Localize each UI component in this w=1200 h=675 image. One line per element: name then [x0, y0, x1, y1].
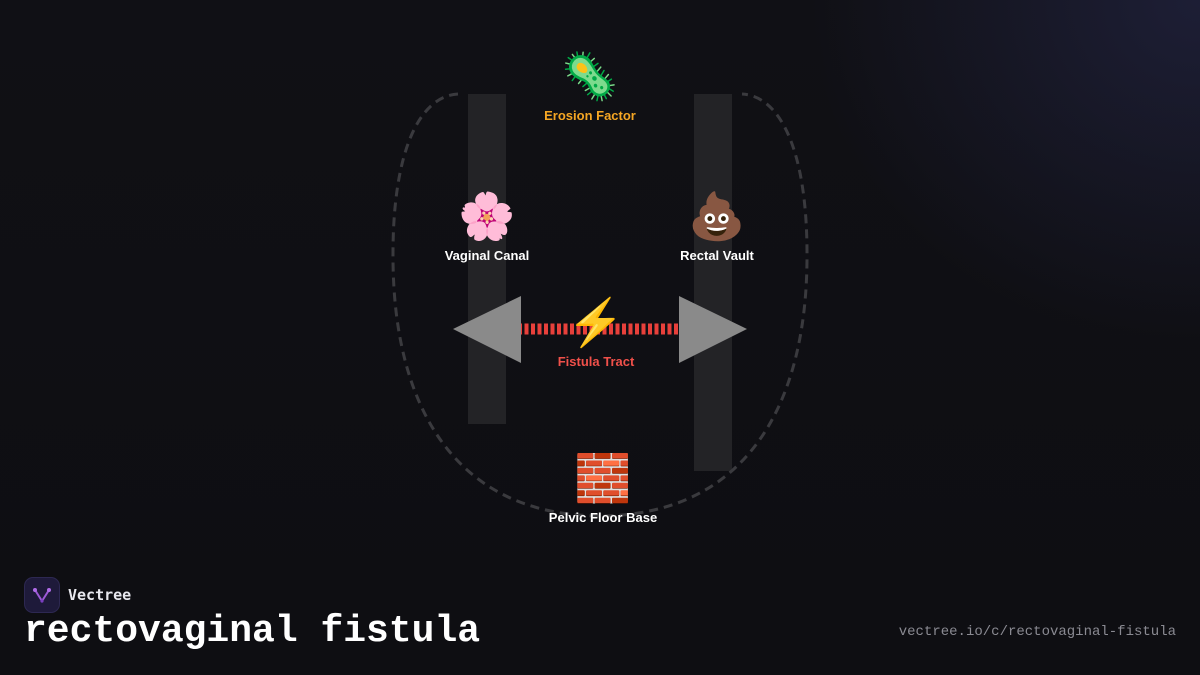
- vaginal-wall-bar: [468, 94, 506, 424]
- brand-name: Vectree: [68, 586, 132, 604]
- arrow-left-head: [453, 296, 521, 363]
- brand: Vectree: [24, 577, 131, 613]
- fistula-tract-label: Fistula Tract: [557, 354, 635, 369]
- poop-icon: 💩: [688, 190, 746, 242]
- node-pelvic-floor-base: 🧱 Pelvic Floor Base: [549, 452, 657, 525]
- node-vaginal-canal: 🌸 Vaginal Canal: [445, 190, 530, 263]
- vectree-logo-icon: [24, 577, 60, 613]
- erosion-factor-label: Erosion Factor: [544, 108, 636, 123]
- pelvic-outline: [391, 92, 809, 518]
- lightning-icon: ⚡: [567, 296, 625, 348]
- pelvic-floor-base-label: Pelvic Floor Base: [548, 510, 658, 525]
- microbe-icon: 🦠: [561, 50, 619, 102]
- page-title: rectovaginal fistula: [24, 610, 481, 653]
- source-url[interactable]: vectree.io/c/rectovaginal-fistula: [898, 624, 1176, 640]
- node-fistula-tract: ⚡ Fistula Tract: [558, 296, 635, 369]
- node-erosion-factor: 🦠 Erosion Factor: [544, 50, 636, 123]
- node-rectal-vault: 💩 Rectal Vault: [680, 190, 754, 263]
- arrow-right-head: [679, 296, 747, 363]
- brick-wall-icon: 🧱: [574, 452, 632, 504]
- rectal-wall-bar: [694, 94, 732, 471]
- vaginal-canal-label: Vaginal Canal: [444, 248, 530, 263]
- cherry-blossom-icon: 🌸: [458, 190, 516, 242]
- rectal-vault-label: Rectal Vault: [680, 248, 754, 263]
